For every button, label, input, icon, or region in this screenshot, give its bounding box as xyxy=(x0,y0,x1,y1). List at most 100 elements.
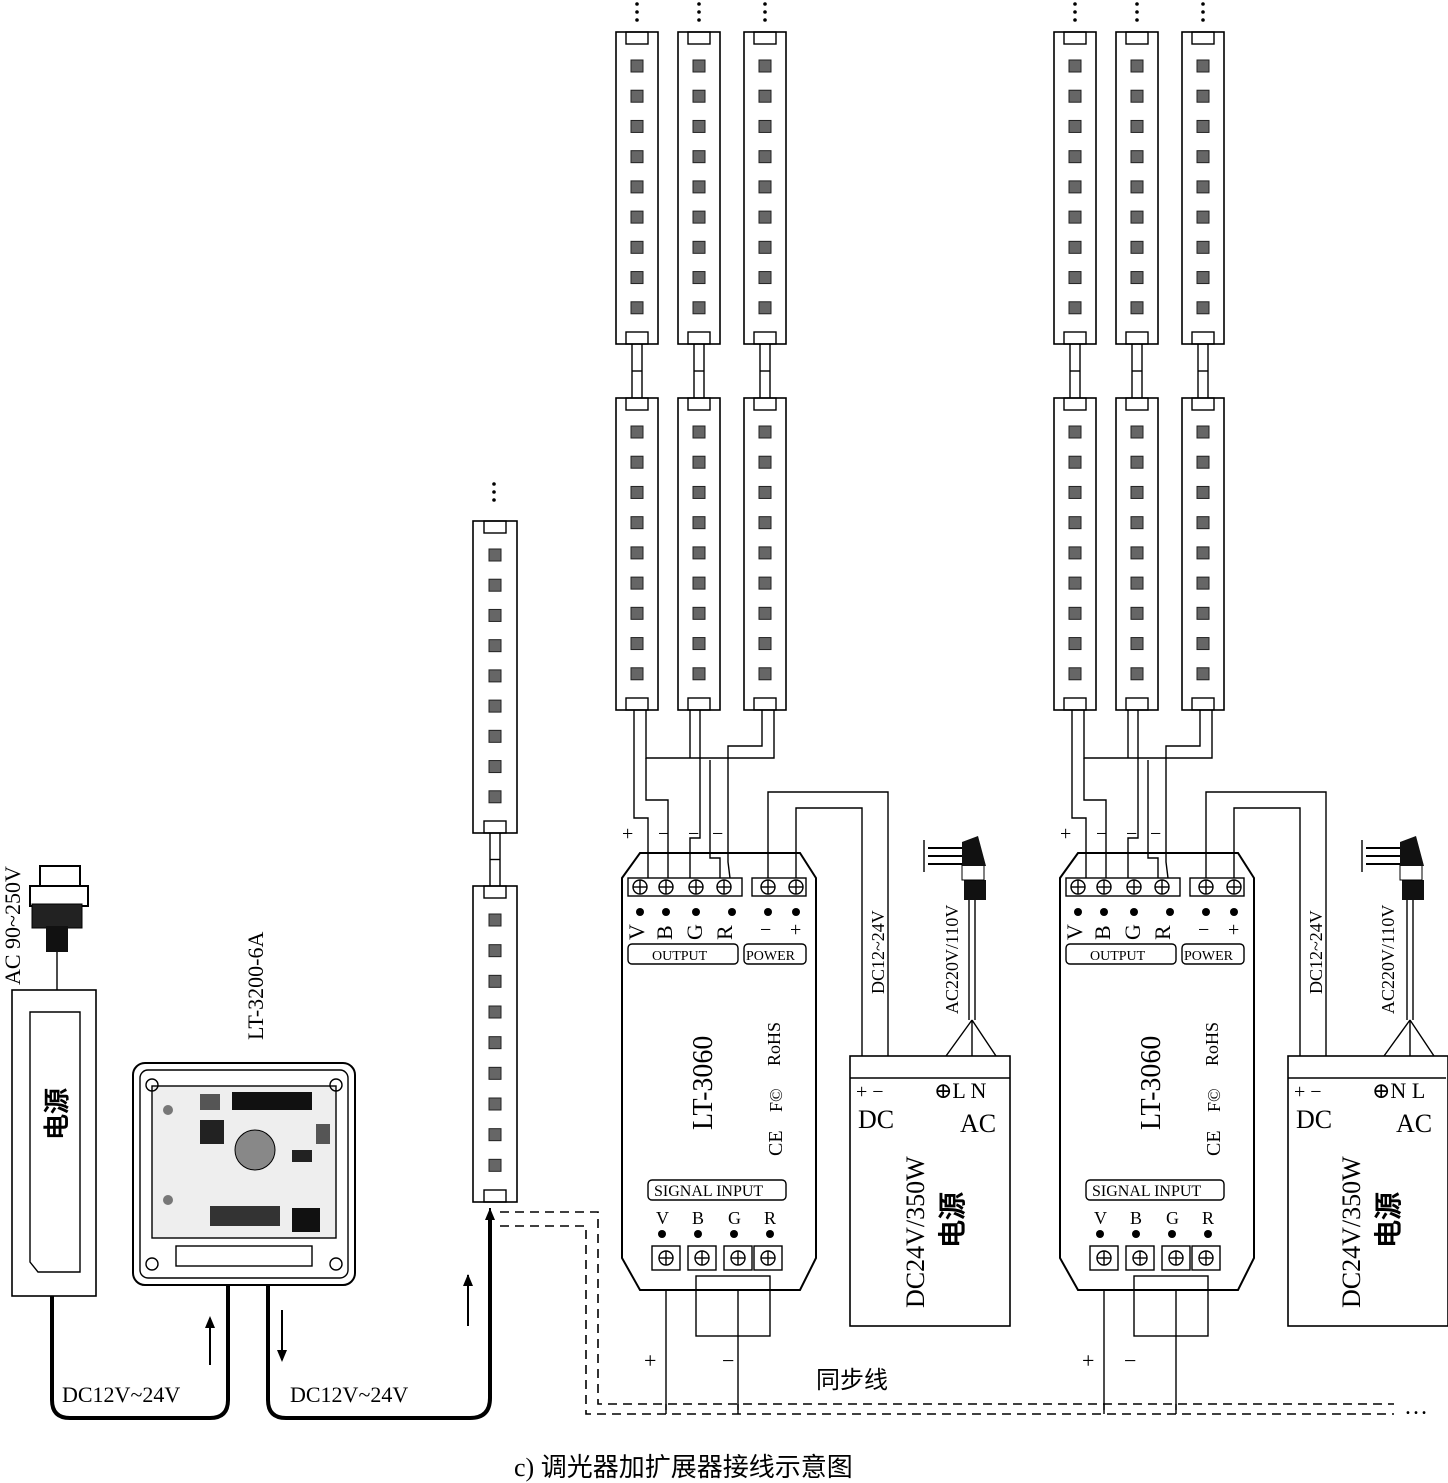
led-chip xyxy=(1130,89,1144,103)
led-chip xyxy=(488,729,502,743)
led-chip xyxy=(630,240,644,254)
led-chip xyxy=(1068,150,1082,164)
psu-ac: AC xyxy=(960,1109,996,1138)
led-chip xyxy=(630,606,644,620)
led-chip xyxy=(1130,119,1144,133)
terminal-screw xyxy=(1168,1250,1184,1266)
led-strip-controller-upper xyxy=(472,520,518,834)
cert-ce: CE xyxy=(1203,1130,1225,1156)
led-chip xyxy=(630,210,644,224)
led-strip-lower xyxy=(743,397,787,711)
pin-dot xyxy=(694,1230,702,1238)
led-strip-lower xyxy=(677,397,721,711)
led-chip xyxy=(692,180,706,194)
continuation-dots xyxy=(1073,2,1077,22)
sig-pin-r: R xyxy=(1202,1208,1214,1228)
led-strip-upper xyxy=(1181,31,1225,345)
psu-ac: AC xyxy=(1396,1109,1432,1138)
terminal-screw xyxy=(688,879,704,895)
led-chip xyxy=(1196,667,1210,681)
led-chip xyxy=(1068,240,1082,254)
pin-dot xyxy=(1100,908,1108,916)
led-chip xyxy=(758,425,772,439)
pin-v: V xyxy=(1062,924,1087,940)
led-chip xyxy=(1068,180,1082,194)
psu-name: 电源 xyxy=(937,1192,969,1248)
led-chip xyxy=(1130,425,1144,439)
signal-label: SIGNAL INPUT xyxy=(654,1183,763,1200)
cert-fc: F© xyxy=(766,1088,786,1112)
led-chip xyxy=(630,667,644,681)
led-chip xyxy=(630,119,644,133)
pin-minus: − xyxy=(1198,919,1209,941)
amplifier-unit-2 xyxy=(1059,710,1327,1410)
amplifier-1-labels: + − − − V B G R − + OUTPUT POWER LT-3060… xyxy=(622,823,807,1373)
led-strip-upper xyxy=(1053,31,1097,345)
led-chip xyxy=(1130,576,1144,590)
led-chip xyxy=(1068,667,1082,681)
led-chip xyxy=(1196,119,1210,133)
led-chip xyxy=(1068,455,1082,469)
led-chip xyxy=(1196,240,1210,254)
led-chip xyxy=(1130,606,1144,620)
led-chip xyxy=(692,240,706,254)
led-chip xyxy=(1068,271,1082,285)
led-chip xyxy=(488,699,502,713)
pin-v: V xyxy=(624,924,649,940)
led-strip-upper xyxy=(615,31,659,345)
led-chip xyxy=(758,606,772,620)
psu-unit-2: + − ⊕N L DC AC DC24V/350W 电源 DC12~24V AC… xyxy=(1287,836,1448,1327)
led-chip xyxy=(488,1097,502,1111)
led-chip xyxy=(692,606,706,620)
led-chip xyxy=(1196,576,1210,590)
led-chip xyxy=(758,210,772,224)
led-chip xyxy=(1196,180,1210,194)
led-chip xyxy=(630,271,644,285)
continuation-dots xyxy=(635,2,639,22)
led-chip xyxy=(1130,240,1144,254)
amplifier-unit-1 xyxy=(621,710,889,1410)
pin-dot xyxy=(766,1230,774,1238)
led-chip xyxy=(692,210,706,224)
led-chip xyxy=(488,1005,502,1019)
led-chip xyxy=(630,637,644,651)
led-chip xyxy=(1068,485,1082,499)
out-mark-plus: + xyxy=(622,823,633,845)
psu-dc-pins: + − xyxy=(1294,1081,1322,1103)
led-chip xyxy=(1130,180,1144,194)
pin-minus: − xyxy=(760,919,771,941)
led-chip xyxy=(692,516,706,530)
led-chip xyxy=(692,546,706,560)
led-chip xyxy=(758,637,772,651)
led-chip xyxy=(758,240,772,254)
continuation-dots xyxy=(763,2,767,22)
led-chip xyxy=(1130,271,1144,285)
psu-dc-pins: + − xyxy=(856,1081,884,1103)
led-strip-lower xyxy=(1115,397,1159,711)
continuation-dots xyxy=(492,482,496,502)
cert-rohs: RoHS xyxy=(1202,1022,1222,1066)
terminal-screw xyxy=(788,879,804,895)
out-mark-1: − xyxy=(658,823,669,845)
sync-ellipsis: … xyxy=(1404,1394,1428,1420)
out-mark-3: − xyxy=(712,823,723,845)
led-chip xyxy=(692,150,706,164)
led-chip xyxy=(1130,59,1144,73)
sig-pin-g: G xyxy=(1166,1208,1179,1228)
terminal-screw xyxy=(658,879,674,895)
led-chip xyxy=(488,1066,502,1080)
ac-input-label: AC 90~250V xyxy=(0,866,25,985)
led-chip xyxy=(630,455,644,469)
pin-dot xyxy=(692,908,700,916)
led-chip xyxy=(1196,425,1210,439)
led-chip xyxy=(1068,210,1082,224)
pin-g: G xyxy=(682,924,707,940)
strip-connector xyxy=(1069,344,1081,398)
led-chip xyxy=(630,59,644,73)
led-chip xyxy=(1130,637,1144,651)
dc-label-2: DC12V~24V xyxy=(290,1382,408,1407)
psu-ac-pins: ⊕N L xyxy=(1372,1078,1425,1103)
terminal-screw xyxy=(658,1250,674,1266)
led-chip xyxy=(692,667,706,681)
terminal-screw xyxy=(632,879,648,895)
